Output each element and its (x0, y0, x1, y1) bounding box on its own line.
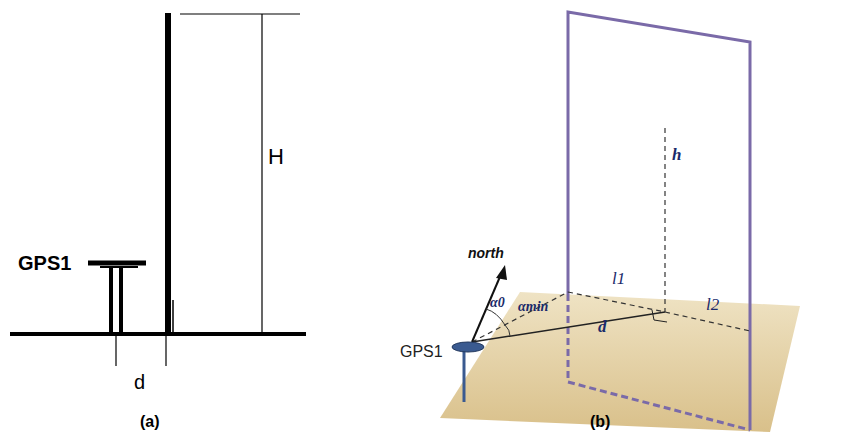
angle-label: αmin (518, 300, 548, 314)
dimension-label: d (134, 372, 145, 392)
panel-label: (b) (590, 414, 610, 430)
panel-a (10, 13, 306, 366)
distance-label: l1 (612, 270, 625, 287)
panel-label: (a) (140, 414, 160, 430)
distance-label: d (598, 318, 607, 335)
direction-label: north (468, 246, 504, 260)
angle-label: α0 (490, 296, 505, 310)
part-label: GPS1 (400, 344, 443, 360)
part-label: GPS1 (18, 253, 71, 273)
distance-label: l2 (706, 296, 719, 313)
height-label: h (672, 146, 681, 163)
dimension-label: H (268, 146, 284, 168)
panel-b (440, 12, 800, 432)
